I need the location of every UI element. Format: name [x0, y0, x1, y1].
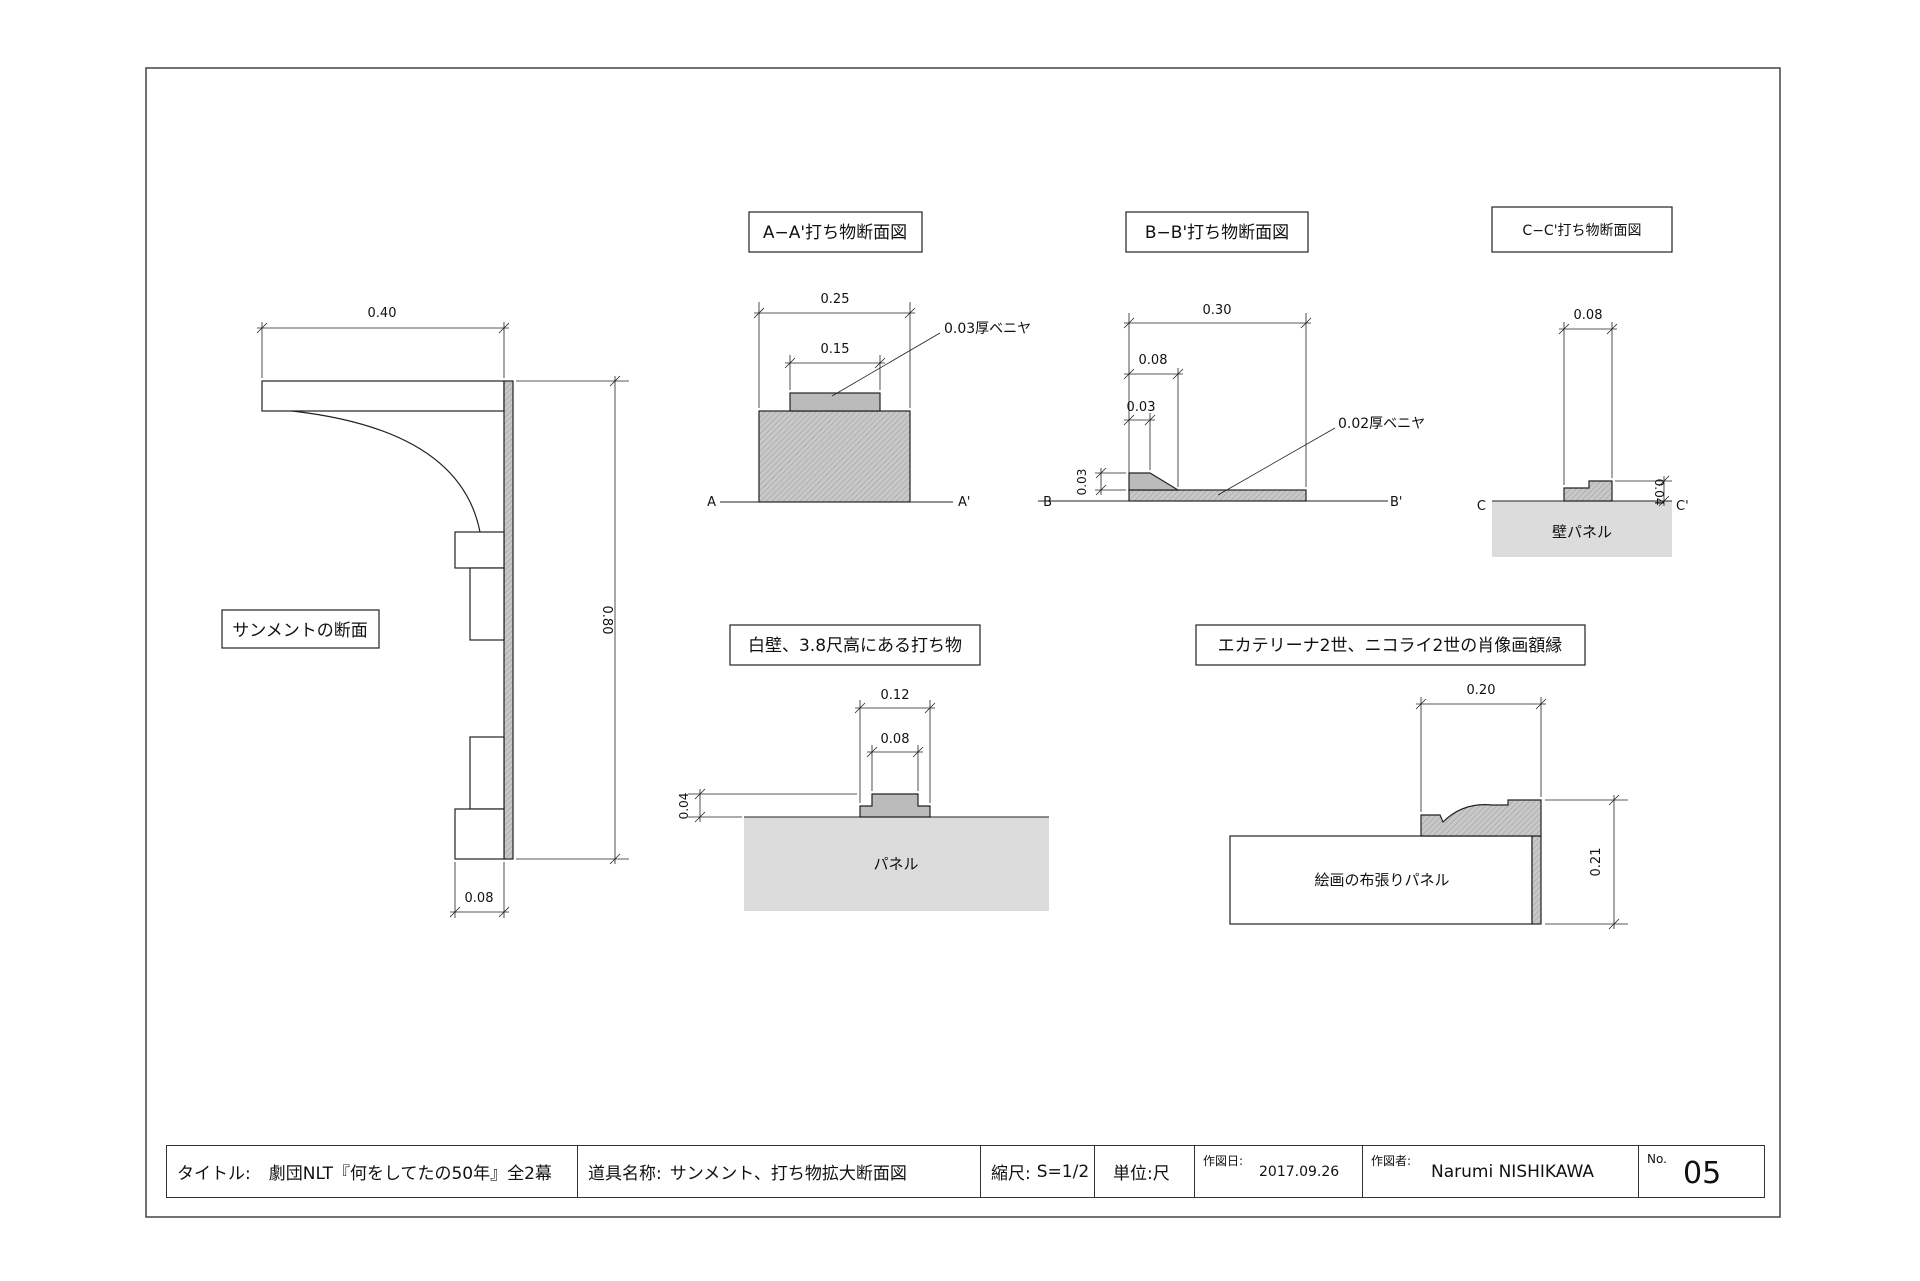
title-label: タイトル: — [177, 1164, 251, 1184]
aa-title-box — [748, 211, 923, 253]
aa-dim-inner: 0.15 — [821, 342, 850, 357]
title-block-scale-cell: 縮尺: S=1/2 — [981, 1146, 1095, 1197]
frame-canvas-panel — [1229, 835, 1533, 925]
frame-dim-width: 0.20 — [1467, 683, 1496, 698]
samment-dim-top: 0.40 — [368, 306, 397, 321]
cc-wall-panel — [1492, 501, 1672, 557]
aa-veneer — [789, 392, 881, 412]
samment-back-board — [503, 380, 514, 860]
aa-section — [720, 211, 953, 503]
bb-note: 0.02厚ベニヤ — [1338, 416, 1425, 432]
cc-dim-height: 0.04 — [1652, 479, 1666, 506]
author-value: Narumi NISHIKAWA — [1431, 1161, 1594, 1182]
white-wall-title: 白壁、3.8尺高にある打ち物 — [748, 636, 962, 656]
bb-title-box — [1125, 211, 1309, 253]
title-block-no-cell: No. 05 — [1639, 1146, 1764, 1197]
bb-dim-small: 0.03 — [1127, 400, 1156, 415]
samment-dim-height: 0.80 — [599, 606, 614, 635]
title-block-date-cell: 作図日: 2017.09.26 — [1195, 1146, 1363, 1197]
cc-title-box — [1491, 206, 1673, 253]
samment-top-arm — [261, 380, 505, 412]
title-block-unit-cell: 単位: 尺 — [1095, 1146, 1195, 1197]
samment-title: サンメントの断面 — [232, 621, 368, 641]
aa-dims — [753, 302, 941, 408]
unit-label: 単位: — [1113, 1164, 1153, 1184]
samment-section — [221, 322, 629, 918]
samment-block-3 — [469, 736, 505, 810]
author-label: 作図者: — [1371, 1154, 1412, 1168]
bb-mark-right: B' — [1390, 495, 1403, 510]
white-wall-panel-label: パネル — [873, 855, 918, 873]
samment-block-2 — [469, 567, 505, 641]
frame-dims — [1415, 697, 1628, 930]
frame-dim-height: 0.21 — [1589, 848, 1604, 877]
bb-title: B−B'打ち物断面図 — [1145, 223, 1289, 243]
white-wall-moulding — [859, 793, 931, 818]
cc-mark-right: C' — [1676, 499, 1689, 514]
aa-dim-outer: 0.25 — [821, 292, 850, 307]
frame-title: エカテリーナ2世、ニコライ2世の肖像画額縁 — [1218, 636, 1563, 656]
sheet-border — [145, 67, 1781, 1218]
title-block-title-cell: タイトル: 劇団NLT『何をしてたの50年』全2幕 — [167, 1146, 578, 1197]
frame-panel-label: 絵画の布張りパネル — [1314, 871, 1449, 889]
samment-dims — [256, 322, 629, 918]
samment-dim-bottom: 0.08 — [465, 891, 494, 906]
title-value: 劇団NLT『何をしてたの50年』全2幕 — [268, 1164, 552, 1184]
white-wall-dims — [688, 700, 936, 823]
cc-mark-left: C — [1477, 499, 1486, 514]
bb-mark-left: B — [1043, 495, 1052, 510]
cc-panel-label: 壁パネル — [1552, 523, 1612, 541]
title-block: タイトル: 劇団NLT『何をしてたの50年』全2幕 道具名称: サンメント、打ち… — [166, 1145, 1765, 1198]
aa-title: A−A'打ち物断面図 — [763, 223, 907, 243]
bb-moulding — [1128, 472, 1181, 491]
title-block-author-cell: 作図者: Narumi NISHIKAWA — [1363, 1146, 1639, 1197]
cc-section — [1491, 206, 1673, 557]
samment-block-1 — [454, 531, 505, 569]
item-value: サンメント、打ち物拡大断面図 — [669, 1164, 907, 1184]
frame-moulding — [1420, 799, 1542, 837]
aa-note: 0.03厚ベニヤ — [944, 321, 1031, 337]
samment-title-box — [221, 609, 380, 649]
cc-moulding — [1563, 480, 1613, 502]
cc-title: C−C'打ち物断面図 — [1522, 222, 1641, 239]
bb-section — [1038, 211, 1388, 502]
scale-value: S=1/2 — [1036, 1161, 1090, 1182]
white-wall-dim-outer: 0.12 — [881, 688, 910, 703]
date-value: 2017.09.26 — [1259, 1163, 1340, 1180]
white-wall-panel — [744, 817, 1049, 911]
unit-value: 尺 — [1152, 1164, 1170, 1184]
cc-dims — [1558, 322, 1672, 507]
aa-mark-right: A' — [958, 495, 970, 510]
white-wall-section — [688, 624, 1049, 911]
bb-dim-height: 0.03 — [1075, 469, 1089, 496]
frame-side-strip — [1531, 835, 1542, 925]
date-label: 作図日: — [1203, 1154, 1244, 1168]
aa-base — [758, 410, 911, 503]
samment-block-4 — [454, 808, 505, 860]
white-wall-dim-height: 0.04 — [677, 793, 691, 820]
frame-title-box — [1195, 624, 1586, 666]
no-value: 05 — [1683, 1156, 1722, 1191]
samment-curve — [291, 410, 481, 533]
bb-dim-outer: 0.30 — [1203, 303, 1232, 318]
bb-dim-mid: 0.08 — [1139, 353, 1168, 368]
bb-veneer — [1128, 489, 1307, 502]
cc-dim-width: 0.08 — [1574, 308, 1603, 323]
title-block-item-cell: 道具名称: サンメント、打ち物拡大断面図 — [578, 1146, 981, 1197]
white-wall-dim-inner: 0.08 — [881, 732, 910, 747]
item-label: 道具名称: — [588, 1164, 662, 1184]
no-label: No. — [1647, 1152, 1667, 1166]
white-wall-title-box — [729, 624, 981, 666]
scale-label: 縮尺: — [991, 1164, 1031, 1184]
aa-mark-left: A — [707, 495, 716, 510]
bb-dims — [1095, 313, 1336, 496]
frame-section — [1195, 624, 1628, 930]
